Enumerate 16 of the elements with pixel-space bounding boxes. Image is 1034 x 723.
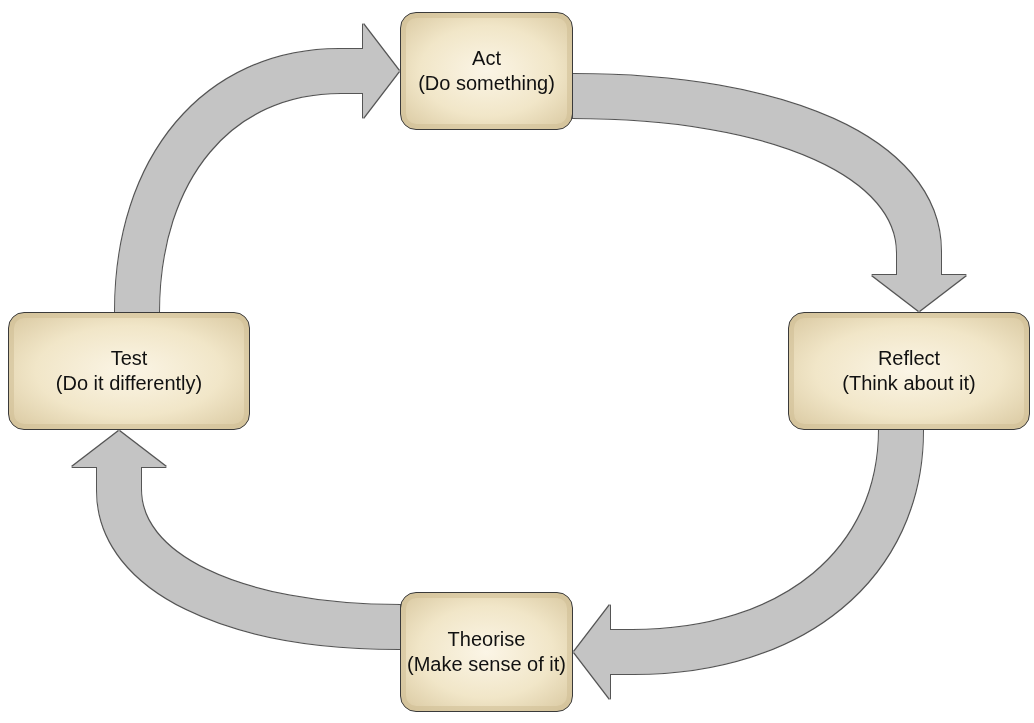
box-subtitle: (Think about it) xyxy=(842,371,976,396)
box-title: Act xyxy=(472,46,501,71)
curved-arrow xyxy=(115,24,399,314)
box-title: Theorise xyxy=(447,627,526,652)
process-box xyxy=(8,312,250,430)
process-box xyxy=(400,592,573,712)
box-subtitle: (Make sense of it) xyxy=(407,652,566,677)
box-subtitle: (Do something) xyxy=(418,71,555,96)
curved-arrow xyxy=(72,431,401,649)
box-subtitle: (Do it differently) xyxy=(55,371,203,396)
box-title: Reflect xyxy=(877,346,941,371)
curved-arrow xyxy=(574,428,923,699)
box-title: Test xyxy=(110,346,148,371)
process-box xyxy=(400,12,573,130)
process-box xyxy=(788,312,1030,430)
curved-arrow xyxy=(572,74,966,311)
